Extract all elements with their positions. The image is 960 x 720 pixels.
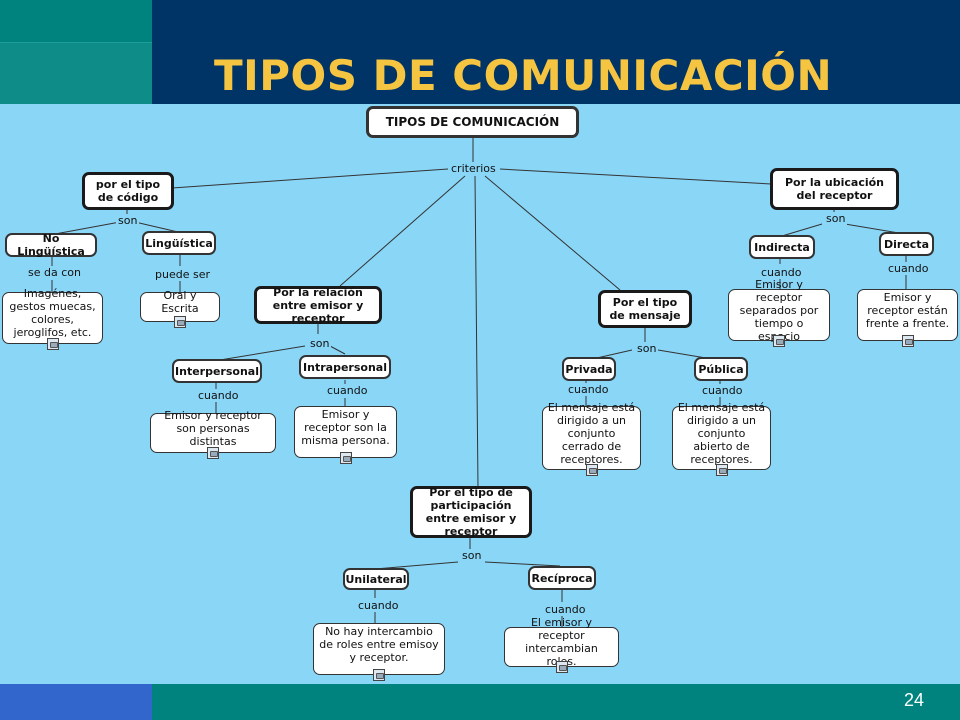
- codigo-link-label: son: [116, 214, 140, 227]
- image-attachment-icon[interactable]: [373, 669, 385, 681]
- node-reciproca: Recíproca: [528, 566, 596, 590]
- image-attachment-icon[interactable]: [207, 447, 219, 459]
- image-attachment-icon[interactable]: [555, 661, 568, 673]
- header-accent-block: [0, 0, 152, 42]
- leaf-privada: El mensaje está dirigido a un conjunto c…: [542, 401, 641, 476]
- footer-accent-block: [0, 684, 152, 720]
- node-indirecta: Indirecta: [749, 235, 815, 259]
- leaf-interpersonal-text: Emisor y receptor son personas distintas: [164, 408, 262, 448]
- linguistica-link-label: puede ser: [153, 268, 212, 281]
- intrapersonal-link-label: cuando: [325, 384, 370, 397]
- relacion-link-label: son: [308, 337, 332, 350]
- node-directa: Directa: [879, 232, 934, 256]
- leaf-linguistica-text: Oral y Escrita: [161, 289, 199, 315]
- image-attachment-icon[interactable]: [585, 464, 598, 476]
- leaf-linguistica: Oral y Escrita: [140, 289, 220, 328]
- leaf-directa: Emisor y receptor están frente a frente.: [857, 289, 958, 347]
- reciproca-link-label: cuando: [543, 603, 588, 616]
- node-publica: Pública: [694, 357, 748, 381]
- leaf-reciproca: El emisor y receptor intercambian roles.: [504, 616, 619, 673]
- leaf-publica-text: El mensaje está dirigido a un conjunto a…: [677, 400, 766, 466]
- mensaje-link-label: son: [635, 342, 659, 355]
- node-interpersonal: Interpersonal: [172, 359, 262, 383]
- image-attachment-icon[interactable]: [901, 335, 914, 347]
- category-relacion: Por la relación entre emisor y receptor: [254, 286, 382, 325]
- node-no-linguistica: No Lingüística: [5, 232, 97, 258]
- leaf-directa-text: Emisor y receptor están frente a frente.: [865, 290, 950, 330]
- indirecta-link-label: cuando: [759, 266, 804, 279]
- leaf-unilateral-text: No hay intercambio de roles entre emisoy…: [319, 624, 439, 664]
- node-intrapersonal: Intrapersonal: [299, 355, 391, 379]
- category-mensaje: Por el tipo de mensaje: [598, 290, 692, 328]
- publica-link-label: cuando: [700, 384, 745, 397]
- category-ubicacion: Por la ubicación del receptor: [770, 168, 899, 210]
- no-linguistica-link-label: se da con: [26, 266, 83, 279]
- leaf-interpersonal: Emisor y receptor son personas distintas: [150, 409, 276, 459]
- node-unilateral: Unilateral: [343, 568, 409, 590]
- leaf-unilateral: No hay intercambio de roles entre emisoy…: [313, 623, 445, 681]
- root-link-label: criterios: [449, 162, 498, 175]
- image-attachment-icon[interactable]: [339, 452, 352, 464]
- leaf-intrapersonal-text: Emisor y receptor son la misma persona.: [301, 407, 390, 447]
- directa-link-label: cuando: [886, 262, 931, 275]
- category-codigo: por el tipo de código: [82, 172, 174, 210]
- unilateral-link-label: cuando: [356, 599, 401, 612]
- slide-footer: 24: [0, 684, 960, 720]
- leaf-no-linguistica-text: Imagénes, gestos muecas, colores, jerogl…: [9, 287, 96, 339]
- root-node: TIPOS DE COMUNICACIÓN: [366, 106, 579, 138]
- image-attachment-icon[interactable]: [715, 464, 728, 476]
- leaf-no-linguistica: Imagénes, gestos muecas, colores, jerogl…: [2, 287, 103, 350]
- ubicacion-link-label: son: [824, 212, 848, 225]
- image-attachment-icon[interactable]: [46, 338, 59, 350]
- leaf-indirecta: Emisor y receptor separados por tiempo o…: [728, 278, 830, 347]
- slide-title: TIPOS DE COMUNICACIÓN: [214, 51, 833, 100]
- node-privada: Privada: [562, 357, 616, 381]
- leaf-indirecta-text: Emisor y receptor separados por tiempo o…: [739, 277, 819, 343]
- page-number: 24: [903, 690, 924, 710]
- leaf-privada-text: El mensaje está dirigido a un conjunto c…: [547, 400, 636, 466]
- slide-header: TIPOS DE COMUNICACIÓN: [0, 0, 960, 105]
- leaf-intrapersonal: Emisor y receptor son la misma persona.: [294, 406, 397, 464]
- privada-link-label: cuando: [566, 383, 611, 396]
- image-attachment-icon[interactable]: [174, 316, 186, 328]
- header-accent-block-lower: [0, 42, 152, 105]
- node-linguistica: Lingüística: [142, 231, 216, 255]
- image-attachment-icon[interactable]: [773, 335, 785, 347]
- concept-map: TIPOS DE COMUNICACIÓN criterios por el t…: [0, 104, 960, 684]
- interpersonal-link-label: cuando: [196, 389, 241, 402]
- category-participacion: Por el tipo de participación entre emiso…: [410, 486, 532, 538]
- participacion-link-label: son: [460, 549, 484, 562]
- leaf-publica: El mensaje está dirigido a un conjunto a…: [672, 401, 771, 476]
